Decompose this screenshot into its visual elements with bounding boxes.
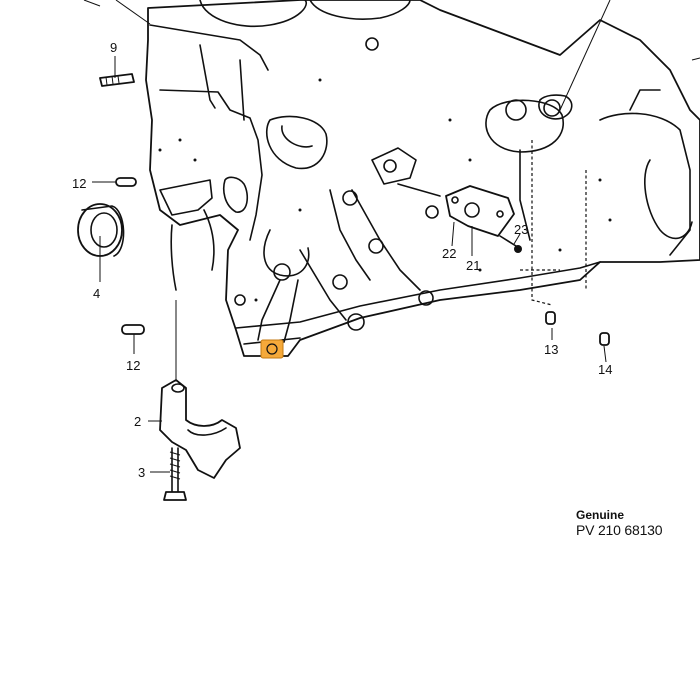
dowel-pin-13	[545, 311, 556, 325]
callout-9: 9	[110, 40, 117, 55]
oil-cover-plate	[445, 185, 515, 237]
surface-texture	[158, 78, 612, 302]
callout-22: 22	[442, 246, 456, 261]
caption-genuine: Genuine	[576, 508, 625, 522]
dowel-pin-12a	[115, 177, 137, 187]
callout-13: 13	[544, 342, 558, 357]
leader-lines	[83, 0, 700, 473]
callout-14: 14	[598, 362, 612, 377]
callout-21: 21	[466, 258, 480, 273]
engine-block	[145, 0, 700, 357]
callout-3: 3	[138, 465, 145, 480]
stud-9	[99, 73, 135, 87]
caption-part-number: PV 210 68130	[576, 522, 663, 538]
main-bearing-cap	[159, 379, 241, 479]
plug-bore	[266, 343, 278, 355]
cover-bolt-23	[499, 235, 522, 253]
dowel-pin-12b	[121, 324, 145, 335]
callout-2: 2	[134, 414, 141, 429]
callout-12a: 12	[72, 176, 86, 191]
callout-4: 4	[93, 286, 100, 301]
bearing-cap-bolt	[163, 447, 187, 501]
seal-ring	[77, 203, 125, 257]
callouts: 9 12 4 12 22 21 23 13 14 2 3	[72, 40, 612, 480]
highlighted-plug[interactable]	[260, 339, 284, 359]
dowel-pin-14	[599, 332, 610, 346]
callout-23: 23	[514, 222, 528, 237]
callout-12b: 12	[126, 358, 140, 373]
